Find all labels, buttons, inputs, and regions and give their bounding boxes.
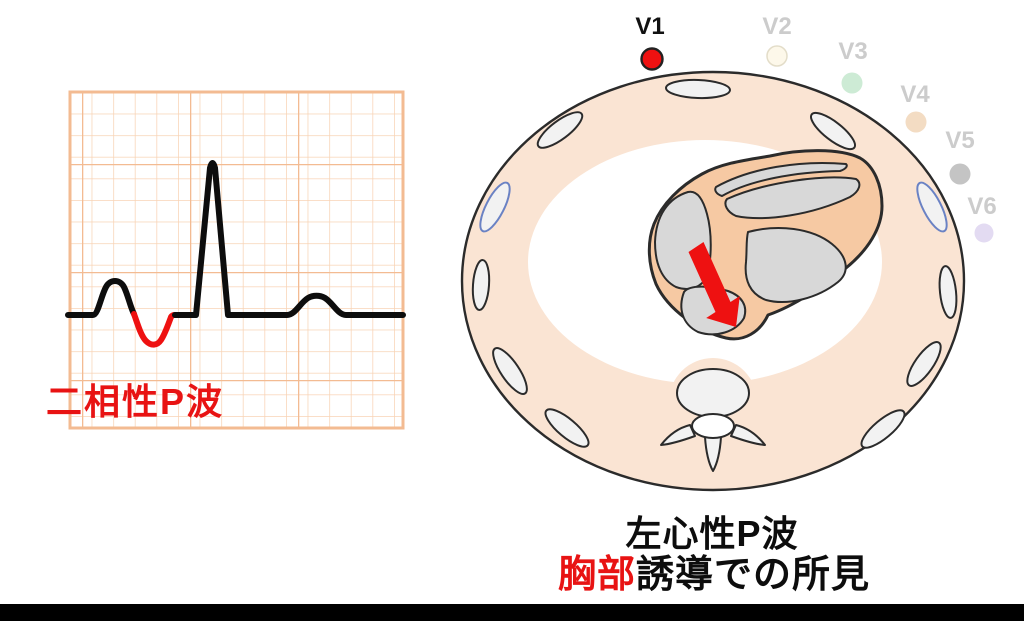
heart bbox=[647, 149, 884, 341]
rib bbox=[906, 341, 942, 387]
v6-label: V6 bbox=[967, 193, 997, 220]
ecg-trace-segment-1 bbox=[65, 278, 137, 318]
v3-label: V3 bbox=[838, 38, 868, 65]
heart-chamber-outflow-sliver bbox=[714, 161, 848, 197]
rib bbox=[492, 347, 528, 395]
rib-blue bbox=[479, 181, 511, 233]
rib bbox=[810, 111, 856, 151]
caption-line2-highlight: 胸部 bbox=[557, 554, 636, 596]
biphasic-p-wave-label: 二相性P波 bbox=[46, 381, 225, 422]
rib bbox=[471, 259, 491, 311]
caption-line2: 胸部誘導での所見 bbox=[558, 556, 870, 594]
v1-label: V1 bbox=[635, 13, 665, 40]
vertebra bbox=[660, 368, 766, 472]
v6-electrode-dot bbox=[974, 223, 994, 243]
rib bbox=[544, 408, 590, 448]
chest-cross-section bbox=[460, 70, 966, 492]
rib bbox=[665, 78, 731, 100]
rib bbox=[536, 111, 584, 149]
caption-line2-rest: 誘導での所見 bbox=[636, 554, 871, 596]
spinal-canal bbox=[691, 413, 735, 439]
ribs bbox=[471, 78, 958, 449]
ecg-grid-major bbox=[70, 92, 403, 428]
vertebra-transverse-process-left bbox=[660, 424, 696, 446]
v4-label: V4 bbox=[900, 81, 930, 108]
vertebra-spinous-process bbox=[704, 436, 722, 472]
ecg-panel bbox=[65, 90, 406, 430]
rib bbox=[938, 265, 958, 319]
bottom-bar bbox=[0, 604, 1024, 621]
heart-chamber-lv bbox=[724, 176, 861, 220]
v3-electrode-dot bbox=[841, 72, 863, 94]
heart-chamber-la bbox=[744, 227, 847, 303]
ecg-trace-segment-2 bbox=[172, 160, 406, 318]
rib-blue bbox=[916, 181, 948, 233]
vertebra-body bbox=[676, 368, 750, 418]
electrode-dots bbox=[640, 45, 994, 243]
v5-label: V5 bbox=[945, 127, 975, 154]
p-vector-arrow bbox=[688, 242, 740, 327]
vertebra-transverse-process-right bbox=[730, 424, 766, 446]
ecg-grid-border bbox=[68, 90, 405, 430]
v4-electrode-dot bbox=[905, 111, 927, 133]
v5-electrode-dot bbox=[949, 163, 971, 185]
rib bbox=[860, 409, 906, 449]
v1-electrode-dot bbox=[640, 47, 664, 71]
v2-electrode-dot bbox=[766, 45, 788, 67]
v2-label: V2 bbox=[762, 13, 792, 40]
caption-line1: 左心性P波 bbox=[625, 513, 799, 554]
